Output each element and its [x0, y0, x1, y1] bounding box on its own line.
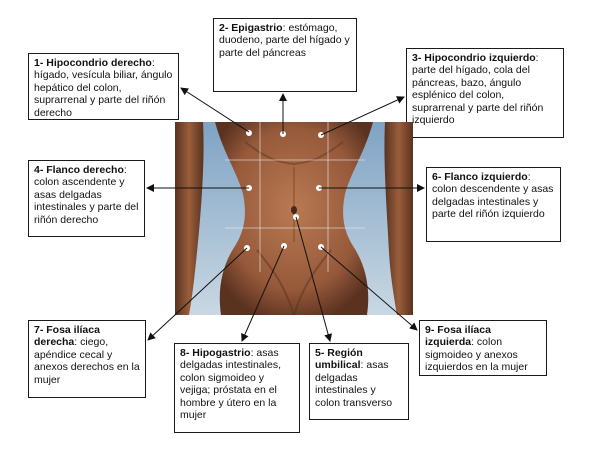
region-2-title: 2- Epigastrio	[219, 22, 283, 34]
region-9-desc: : colon sigmoideo y anexos izquierdos en…	[425, 336, 528, 374]
region-2-epigastrio: 2- Epigastrio: estómago, duodeno, parte …	[213, 18, 357, 92]
region-4-flanco-derecho: 4- Flanco derecho: colon ascendente y as…	[28, 160, 145, 237]
torso-image	[175, 122, 413, 315]
region-5-desc: : asas delgadas intestinales y colon tra…	[315, 359, 393, 409]
region-7-fosa-iliaca-derecha: 7- Fosa ilíaca derecha: ciego, apéndice …	[28, 320, 146, 398]
region-4-title: 4- Flanco derecho	[34, 164, 124, 176]
region-3-title: 3- Hipocondrio izquierdo	[412, 52, 536, 64]
dot-region-8	[281, 243, 287, 249]
region-3-hipocondrio-izquierdo: 3- Hipocondrio izquierdo: parte del híga…	[406, 48, 564, 138]
dot-region-3	[318, 132, 324, 138]
navel	[291, 206, 297, 214]
torso-illustration	[175, 122, 413, 315]
dot-region-6	[316, 185, 322, 191]
region-7-desc: : ciego, apéndice cecal y anexos derecho…	[34, 336, 140, 386]
dot-region-1	[246, 130, 252, 136]
region-9-fosa-iliaca-izquierda: 9- Fosa ilíaca izquierda: colon sigmoide…	[419, 320, 547, 376]
region-9-title: 9- Fosa ilíaca izquierda	[425, 324, 491, 349]
region-4-desc: : colon ascendente y asas delgadas intes…	[34, 164, 139, 226]
region-1-desc: : hígado, vesícula biliar, ángulo hepáti…	[34, 57, 173, 119]
region-7-title: 7- Fosa ilíaca derecha	[34, 324, 100, 349]
region-5-region-umbilical: 5- Región umbilical: asas delgadas intes…	[309, 343, 409, 420]
region-5-title: 5- Región umbilical	[315, 347, 363, 372]
region-8-hipogastrio: 8- Hipogastrio: asas delgadas intestinal…	[174, 343, 300, 433]
region-1-title: 1- Hipocondrio derecho	[34, 57, 152, 69]
region-2-desc: : estómago, duodeno, parte del hígado y …	[219, 22, 350, 59]
region-6-desc: : colon descendente y asas delgadas inte…	[432, 171, 554, 221]
dot-region-2	[280, 131, 286, 137]
region-8-desc: : asas delgadas intestinales, colon sigm…	[180, 347, 281, 422]
dot-region-4	[246, 185, 252, 191]
region-1-hipocondrio-derecho: 1- Hipocondrio derecho: hígado, vesícula…	[28, 53, 179, 120]
dot-region-5	[293, 214, 299, 220]
dot-region-7	[244, 245, 250, 251]
dot-region-9	[318, 244, 324, 250]
region-6-title: 6- Flanco izquierdo	[432, 171, 528, 183]
region-6-flanco-izquierdo: 6- Flanco izquierdo: colon descendente y…	[426, 167, 561, 242]
region-8-title: 8- Hipogastrio	[180, 347, 251, 359]
region-3-desc: : parte del hígado, cola del páncreas, b…	[412, 52, 544, 127]
